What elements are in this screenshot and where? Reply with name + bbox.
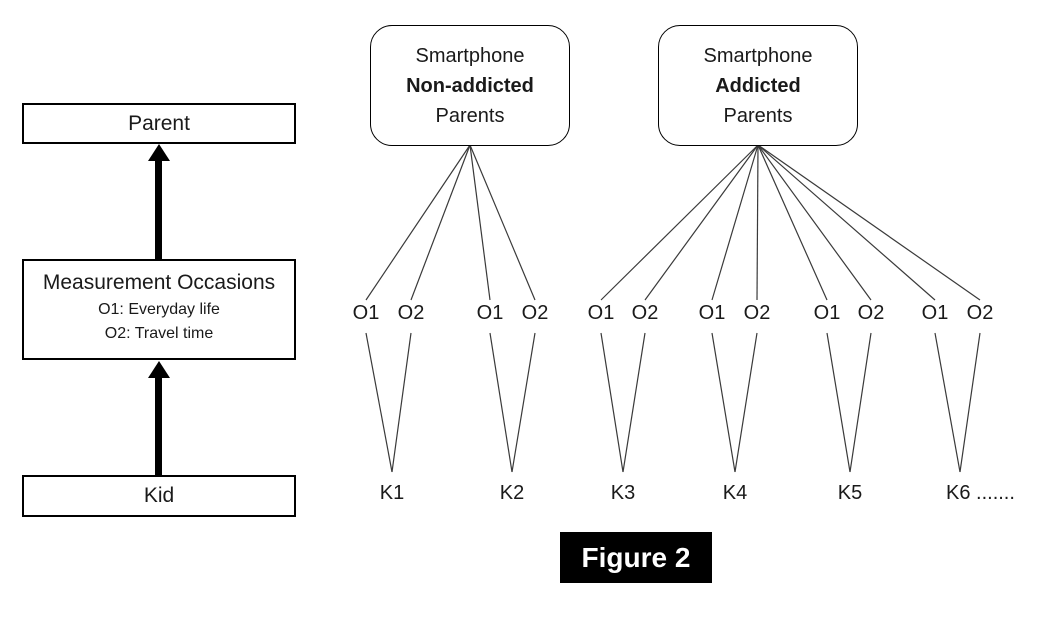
group-line-1: Smartphone [703,44,813,67]
occasion-label-o2: O2 [631,302,659,324]
group-line-2: Addicted [715,74,801,97]
group-line-2: Non-addicted [406,74,534,97]
occasion-label-o1: O1 [698,302,726,324]
group-line-3: Parents [723,104,793,127]
occasion-label-o1: O1 [476,302,504,324]
occasion-label-o1: O1 [921,302,949,324]
figure-caption-text: Figure 2 [581,541,691,573]
group-line-1: Smartphone [415,44,525,67]
occasion-label-o2: O2 [857,302,885,324]
occasion-label-o1: O1 [587,302,615,324]
kid-box: Kid [22,475,296,517]
occasion-label-o2: O2 [966,302,994,324]
kid-box-label: Kid [143,484,175,507]
occasion-label-o2: O2 [521,302,549,324]
occasion-label-o1: O1 [352,302,380,324]
kid-label: K6 ....... [946,482,1015,504]
measurement-occasions-title: Measurement Occasions [42,271,276,294]
occasion-label-o2: O2 [743,302,771,324]
kid-label: K3 [610,482,636,504]
occasion-label-o2: O2 [397,302,425,324]
kid-label: K4 [722,482,748,504]
occasion-2-description: O2: Travel time [104,325,214,342]
kid-label: K5 [837,482,863,504]
non-addicted-parents-box: Smartphone Non-addicted Parents [370,25,570,146]
figure-caption: Figure 2 [560,532,712,583]
kid-label: K2 [499,482,525,504]
kid-label: K1 [379,482,405,504]
up-arrow-head-icon [148,144,170,161]
occasion-1-description: O1: Everyday life [98,301,220,318]
parent-box: Parent [22,103,296,144]
up-arrow-shaft [155,377,162,475]
up-arrow-head-icon [148,361,170,378]
measurement-occasions-box: Measurement Occasions O1: Everyday life … [22,259,296,360]
occasion-label-o1: O1 [813,302,841,324]
up-arrow-shaft [155,160,162,259]
group-line-3: Parents [435,104,505,127]
addicted-parents-box: Smartphone Addicted Parents [658,25,858,146]
parent-box-label: Parent [128,111,190,135]
